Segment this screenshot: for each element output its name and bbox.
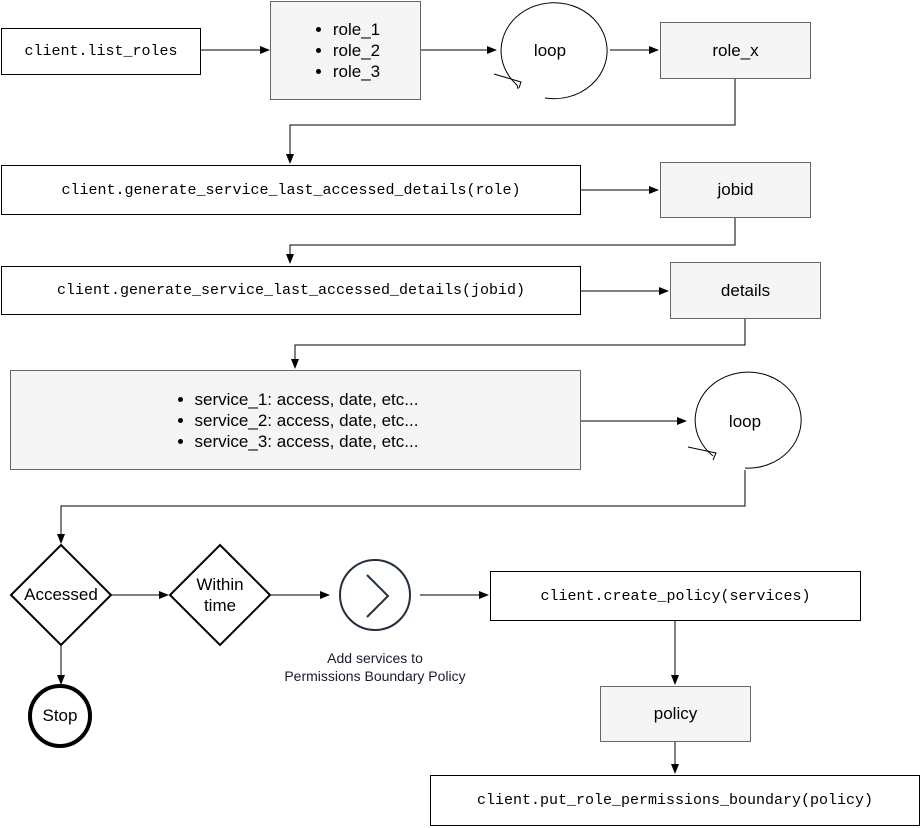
gen-details-jobid-node: client.generate_service_last_accessed_de… [1, 266, 581, 315]
service-item: service_1: access, date, etc... [195, 389, 419, 410]
caption-line: Add services to [327, 650, 423, 666]
edge-role-x-to-gen-role [286, 79, 736, 164]
role-item: role_3 [333, 61, 380, 82]
create-policy-label: client.create_policy(services) [540, 587, 811, 605]
within-time-diamond [168, 543, 272, 647]
role-x-label: role_x [712, 40, 759, 60]
chevron-right-icon [339, 559, 411, 631]
list-roles-label: client.list_roles [24, 43, 178, 60]
gen-details-role-node: client.generate_service_last_accessed_de… [1, 165, 581, 215]
policy-label: policy [653, 704, 698, 723]
within-time-line: Within [196, 575, 244, 594]
gen-details-role-label: client.generate_service_last_accessed_de… [61, 181, 521, 199]
roles-list-node: role_1 role_2 role_3 [270, 1, 421, 100]
gen-details-jobid-label: client.generate_service_last_accessed_de… [56, 282, 526, 299]
create-policy-node: client.create_policy(services) [490, 571, 861, 621]
within-time-label: Within time [175, 574, 265, 616]
stop-circle [28, 684, 92, 748]
roles-list: role_1 role_2 role_3 [311, 19, 380, 82]
services-list-node: service_1: access, date, etc... service_… [10, 370, 581, 470]
role-x-node: role_x [660, 22, 811, 79]
accessed-label: Accessed [24, 585, 98, 604]
list-roles-node: client.list_roles [1, 28, 201, 75]
role-item: role_1 [333, 19, 380, 40]
loop-label-1: loop [533, 41, 567, 60]
details-label: details [720, 280, 771, 300]
put-boundary-label: client.put_role_permissions_boundary(pol… [476, 792, 874, 809]
edge-jobid-to-gen-jobid [286, 218, 736, 264]
loop-shape-1 [493, 2, 608, 100]
policy-node: policy [600, 686, 751, 742]
jobid-node: jobid [660, 162, 811, 218]
within-time-line: time [203, 596, 237, 615]
put-boundary-node: client.put_role_permissions_boundary(pol… [430, 775, 920, 826]
loop-shape-2 [687, 371, 802, 469]
loop-label-2: loop [728, 412, 762, 431]
edge-details-to-services [291, 319, 746, 369]
stop-label: Stop [42, 706, 78, 725]
service-item: service_3: access, date, etc... [195, 431, 419, 452]
edge-loop-to-accessed [57, 470, 746, 544]
services-list: service_1: access, date, etc... service_… [173, 389, 419, 452]
role-item: role_2 [333, 40, 380, 61]
caption-line: Permissions Boundary Policy [284, 668, 466, 684]
add-services-caption: Add services to Permissions Boundary Pol… [265, 649, 485, 685]
service-item: service_2: access, date, etc... [195, 410, 419, 431]
jobid-label: jobid [717, 180, 754, 199]
details-node: details [670, 262, 821, 319]
